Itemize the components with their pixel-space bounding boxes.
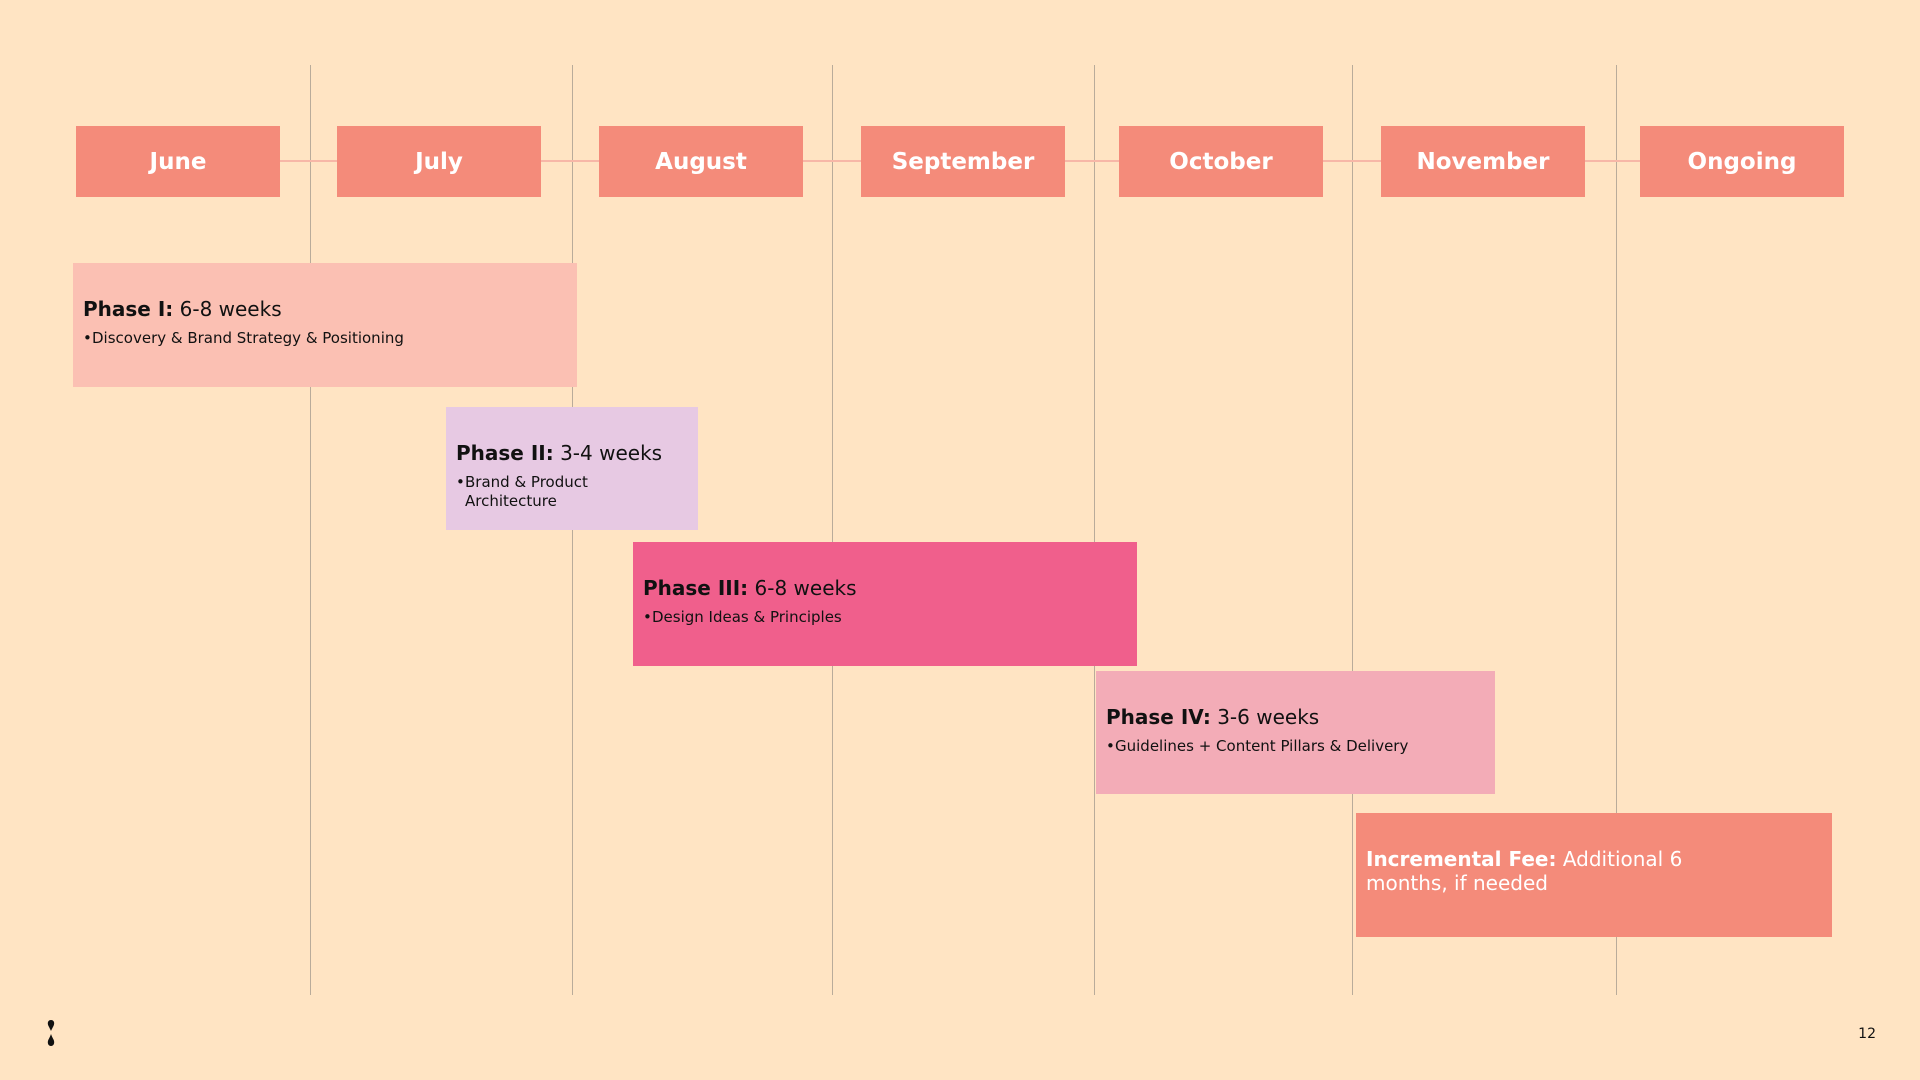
phase-3-label: Phase III: [643,576,749,600]
phase-2-duration: 3-4 weeks [560,441,663,465]
incremental-fee-text: Additional 6 months, if needed [1366,847,1683,895]
page-number: 12 [1858,1026,1876,1042]
incremental-fee-label: Incremental Fee: [1366,847,1557,871]
phase-1-item-text: Discovery & Brand Strategy & Positioning [92,329,404,347]
month-july: July [337,126,541,197]
timeline-divider [1616,65,1617,995]
phase-4-item-text: Guidelines + Content Pillars & Delivery [1115,737,1409,755]
timeline-divider [1352,65,1353,995]
phase-1-duration: 6-8 weeks [179,297,282,321]
month-june: June [76,126,280,197]
timeline-divider [1094,65,1095,995]
phase-4-item: • Guidelines + Content Pillars & Deliver… [1106,737,1409,755]
timeline-divider [832,65,833,995]
month-ongoing: Ongoing [1640,126,1844,197]
phase-4-label: Phase IV: [1106,705,1211,729]
timeline-divider [310,65,311,995]
phase-1-title: Phase I: 6-8 weeks [83,297,567,321]
incremental-fee-title: Incremental Fee: Additional 6 months, if… [1366,847,1766,895]
phase-2-title: Phase II: 3-4 weeks [456,441,688,465]
phase-4-duration: 3-6 weeks [1217,705,1320,729]
phase-2-item-text: Brand & Product Architecture [465,473,588,510]
month-november: November [1381,126,1585,197]
brand-mark-icon [47,1020,55,1046]
phase-2-label: Phase II: [456,441,554,465]
month-september: September [861,126,1065,197]
phase-2-item: • Brand & Product Architecture [456,473,616,511]
phase-1-block: Phase I: 6-8 weeks • Discovery & Brand S… [73,263,577,387]
phase-4-block: Phase IV: 3-6 weeks • Guidelines + Conte… [1096,671,1495,794]
phase-4-title: Phase IV: 3-6 weeks [1106,705,1485,729]
phase-3-item: • Design Ideas & Principles [643,608,842,626]
timeline-divider [572,65,573,995]
phase-3-title: Phase III: 6-8 weeks [643,576,1127,600]
phase-3-block: Phase III: 6-8 weeks • Design Ideas & Pr… [633,542,1137,666]
month-august: August [599,126,803,197]
phase-3-duration: 6-8 weeks [754,576,857,600]
phase-3-item-text: Design Ideas & Principles [652,608,842,626]
incremental-fee-block: Incremental Fee: Additional 6 months, if… [1356,813,1832,937]
phase-1-label: Phase I: [83,297,174,321]
month-october: October [1119,126,1323,197]
phase-1-item: • Discovery & Brand Strategy & Positioni… [83,329,404,347]
phase-2-block: Phase II: 3-4 weeks • Brand & Product Ar… [446,407,698,530]
